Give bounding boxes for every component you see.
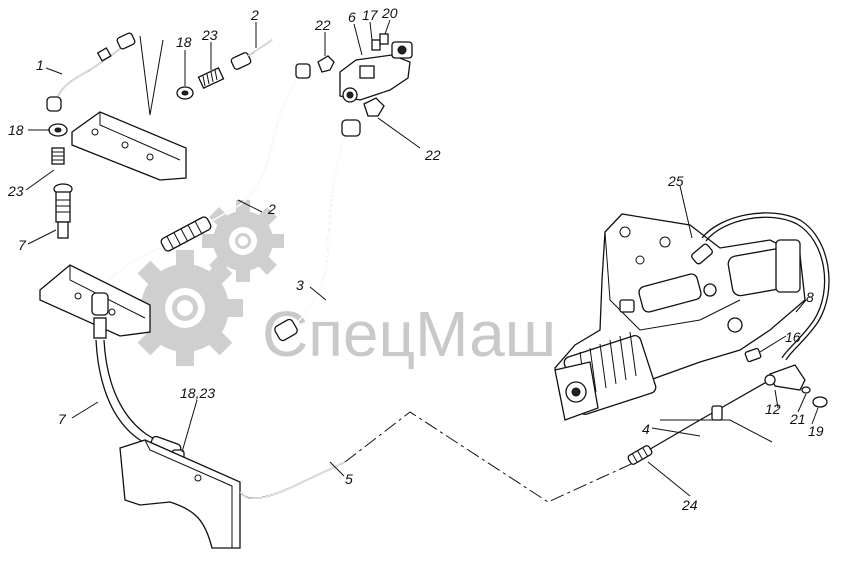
label-7-top: 7	[18, 237, 27, 253]
cable-4	[627, 379, 773, 465]
label-5: 5	[345, 471, 353, 487]
fitting-23-top	[197, 67, 225, 89]
label-20: 20	[381, 5, 398, 21]
label-3: 3	[296, 277, 304, 293]
label-2-top: 2	[250, 7, 259, 23]
label-22-top: 22	[314, 17, 331, 33]
pipe-1	[46, 32, 136, 112]
bolt-16	[744, 347, 762, 363]
watermark-gear-small	[202, 200, 284, 282]
label-6: 6	[348, 9, 356, 25]
label-25: 25	[667, 173, 684, 189]
elbow-22-top	[317, 55, 335, 73]
label-8: 8	[806, 289, 814, 305]
leader-1	[139, 35, 164, 116]
transfer-case	[554, 213, 806, 421]
watermark-logo: СпецМаш	[127, 200, 556, 370]
washer-18-top	[176, 86, 194, 100]
label-12: 12	[765, 401, 781, 417]
pipe-2	[99, 63, 311, 291]
washer-18-left	[48, 123, 68, 137]
elbow-22-mid	[363, 97, 385, 117]
label-21: 21	[789, 411, 806, 427]
pipe-5	[239, 461, 346, 499]
pipe-8	[701, 212, 830, 361]
pipe-3	[274, 119, 361, 342]
nut-19	[812, 396, 828, 408]
label-23-left: 23	[7, 183, 24, 199]
label-23-top: 23	[201, 27, 218, 43]
pipe-2-end-top	[230, 39, 273, 70]
label-16: 16	[785, 329, 801, 345]
label-24: 24	[681, 497, 698, 513]
hose-end-7-top	[53, 183, 73, 239]
bracket-top	[71, 111, 187, 181]
label-18-23: 18,23	[180, 385, 215, 401]
callout-labels: 1 18 23 2 22 6 17 20 18 23 22 7 2 3 25 8…	[7, 5, 824, 513]
label-1: 1	[36, 57, 44, 73]
leader-lines	[25, 19, 819, 497]
fitting-23-left	[51, 147, 65, 165]
bracket-12	[764, 364, 806, 391]
bracket-lower	[119, 439, 241, 549]
valve-6	[339, 33, 413, 103]
label-22-mid: 22	[424, 147, 441, 163]
watermark-text: СпецМаш	[262, 298, 556, 370]
label-19: 19	[808, 423, 824, 439]
washer-21	[801, 386, 811, 394]
label-4: 4	[642, 421, 650, 437]
connection-lines	[344, 411, 641, 503]
label-18-left: 18	[8, 122, 24, 138]
label-17: 17	[362, 7, 379, 23]
label-18-top: 18	[176, 34, 192, 50]
label-2-mid: 2	[267, 201, 276, 217]
label-7-lower: 7	[58, 411, 67, 427]
